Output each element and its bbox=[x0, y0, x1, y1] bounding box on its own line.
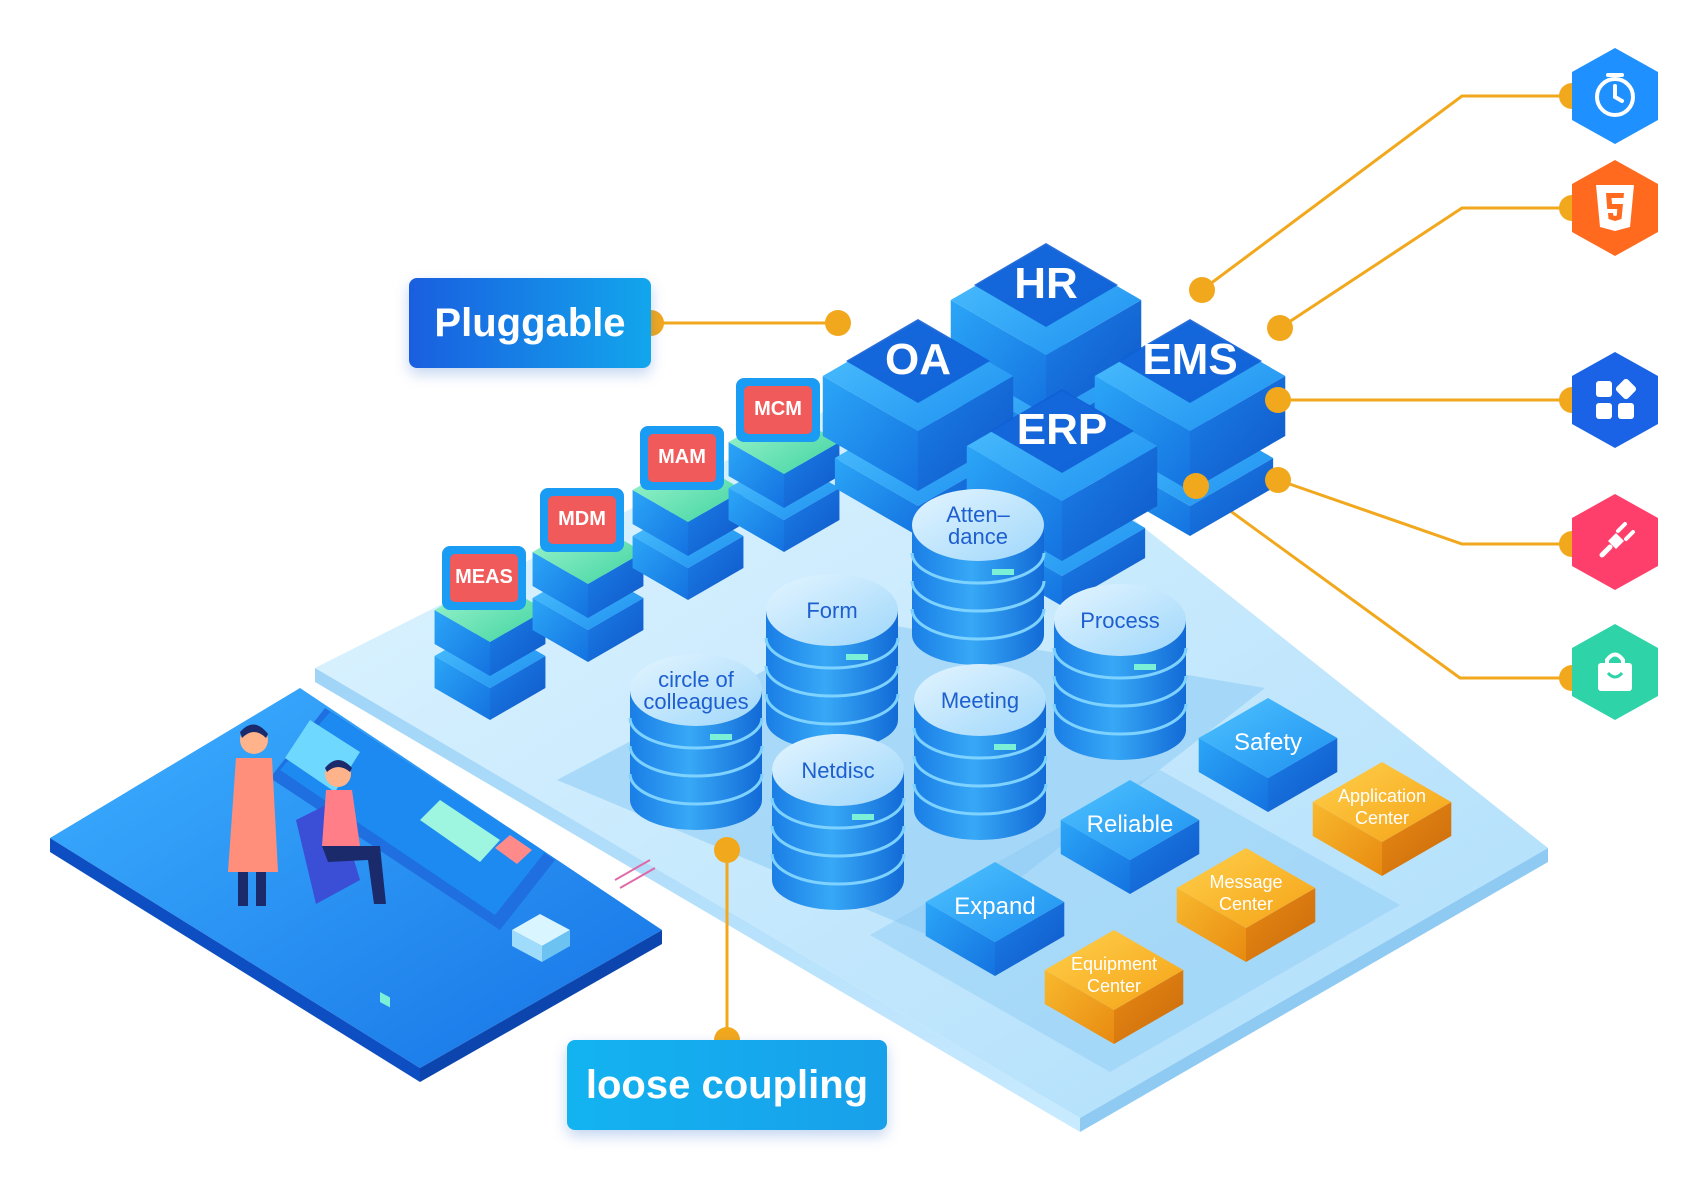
module-label-erp: ERP bbox=[1017, 405, 1107, 454]
center-block-application-center bbox=[1312, 762, 1452, 876]
database-label-atten-dance: Atten–dance bbox=[946, 502, 1010, 549]
database-process: Process bbox=[1052, 584, 1188, 760]
module-label-mcm: MCM bbox=[754, 398, 802, 420]
clock-icon[interactable] bbox=[1572, 48, 1658, 144]
database-label-process: Process bbox=[1080, 608, 1159, 633]
database-form: Form bbox=[764, 574, 900, 750]
module-label-mdm: MDM bbox=[558, 508, 606, 530]
connector-dot bbox=[825, 310, 851, 336]
person-standing bbox=[228, 724, 278, 906]
center-block-message-center bbox=[1176, 848, 1316, 962]
html5-icon[interactable] bbox=[1572, 160, 1658, 256]
database-netdisc: Netdisc bbox=[770, 734, 906, 910]
service-label-safety: Safety bbox=[1234, 729, 1302, 756]
loose-coupling-callout: loose coupling bbox=[567, 1040, 887, 1130]
connector-dot bbox=[1183, 473, 1209, 499]
module-label-hr: HR bbox=[1014, 259, 1078, 308]
plug-icon[interactable] bbox=[1572, 494, 1658, 590]
connector-lines bbox=[651, 94, 1572, 1040]
module-label-mam: MAM bbox=[658, 446, 706, 468]
service-zone bbox=[870, 770, 1400, 1072]
module-label-oa: OA bbox=[885, 335, 951, 384]
module-block-oa: OA bbox=[822, 319, 1014, 491]
service-label-expand: Expand bbox=[954, 893, 1035, 920]
small-modules: MEAS MDM MAM MCM bbox=[434, 378, 840, 720]
connector-dot bbox=[1267, 315, 1293, 341]
module-label-meas: MEAS bbox=[455, 566, 513, 588]
connector-dot bbox=[714, 837, 740, 863]
person-seated bbox=[296, 760, 386, 904]
mini-server bbox=[512, 914, 570, 962]
service-block-expand bbox=[925, 862, 1065, 976]
large-modules: HR OA EMS ERP bbox=[822, 243, 1286, 606]
service-label-reliable: Reliable bbox=[1087, 811, 1174, 838]
database-atten-dance: Atten–dance bbox=[910, 489, 1046, 665]
pluggable-callout: Pluggable bbox=[409, 278, 651, 368]
database-label-form: Form bbox=[806, 598, 857, 623]
module-label-ems: EMS bbox=[1142, 335, 1237, 384]
connector-dot bbox=[1265, 467, 1291, 493]
service-block-reliable bbox=[1060, 780, 1200, 894]
database-label-netdisc: Netdisc bbox=[801, 758, 874, 783]
connector-dot bbox=[1189, 277, 1215, 303]
module-block-ems: EMS bbox=[1094, 319, 1286, 491]
database-label-meeting: Meeting bbox=[941, 688, 1019, 713]
database-meeting: Meeting bbox=[912, 664, 1048, 840]
apps-icon[interactable] bbox=[1572, 352, 1658, 448]
shopping-bag-icon[interactable] bbox=[1572, 624, 1658, 720]
control-console bbox=[50, 688, 662, 1082]
service-block-safety bbox=[1198, 698, 1338, 812]
module-block-hr: HR bbox=[950, 243, 1142, 415]
connector-dot bbox=[1265, 387, 1291, 413]
center-block-equipment-center bbox=[1044, 930, 1184, 1044]
